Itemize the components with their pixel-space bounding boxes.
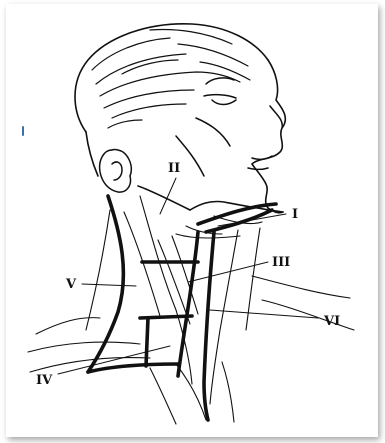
face-features bbox=[176, 78, 282, 176]
label-level-V: V bbox=[65, 277, 77, 292]
leader-III bbox=[188, 262, 268, 282]
label-level-II: II bbox=[168, 161, 180, 176]
label-level-I: I bbox=[292, 207, 298, 222]
label-level-IV: IV bbox=[36, 373, 53, 388]
level-boundaries bbox=[88, 196, 276, 420]
label-level-VI: VI bbox=[323, 314, 340, 329]
ear bbox=[100, 150, 132, 193]
level-labels: II I III V VI IV bbox=[36, 161, 340, 388]
neck-structures bbox=[28, 196, 354, 424]
leader-V bbox=[82, 284, 136, 286]
leader-VI bbox=[210, 310, 318, 318]
head-outline bbox=[75, 24, 285, 213]
leader-IV bbox=[58, 346, 170, 374]
leader-lines bbox=[58, 178, 318, 374]
label-level-III: III bbox=[272, 255, 290, 270]
